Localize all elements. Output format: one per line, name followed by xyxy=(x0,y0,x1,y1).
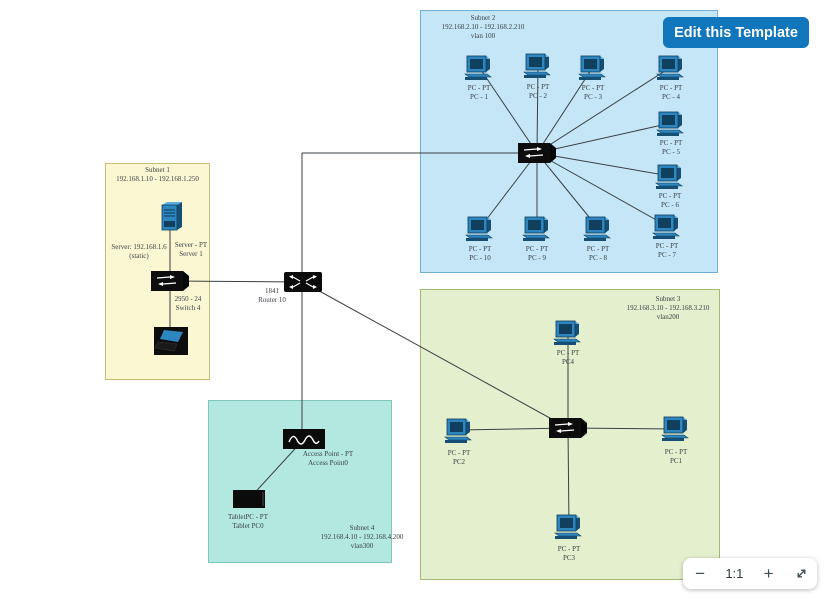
router-label: 1841 Router 10 xyxy=(258,287,286,305)
switch4-icon xyxy=(150,269,190,293)
pc8-icon xyxy=(582,214,614,242)
subnet4-region xyxy=(208,400,392,563)
edit-template-button[interactable]: Edit this Template xyxy=(663,17,809,48)
subnet1-title: Subnet 1 xyxy=(145,166,170,174)
laptop-icon xyxy=(153,326,189,356)
access-point-icon xyxy=(283,429,325,449)
subnet3-switch-icon xyxy=(548,416,588,440)
subnet4-header: Subnet 4 192.168.4.10 - 192.168.4.200 vl… xyxy=(316,524,408,551)
pc10-icon xyxy=(464,214,496,242)
pc5-icon xyxy=(655,109,687,137)
pc4-icon xyxy=(655,53,687,81)
pc2-icon xyxy=(522,51,554,79)
s3-pc1-icon xyxy=(660,414,692,442)
zoom-in-button[interactable]: + xyxy=(760,565,778,582)
pc1-icon xyxy=(463,53,495,81)
tablet-label: TabletPC - PT Tablet PC0 xyxy=(228,513,268,531)
subnet2-switch-icon xyxy=(517,141,557,165)
pc3-icon xyxy=(577,53,609,81)
tablet-icon xyxy=(233,490,265,508)
subnet2-vlan: vlan 100 xyxy=(470,32,496,41)
server-label: Server - PT Server 1 xyxy=(174,241,208,259)
subnet1-range: 192.168.1.10 - 192.168.1.250 xyxy=(116,175,199,184)
subnet1-header: Subnet 1 192.168.1.10 - 192.168.1.250 xyxy=(107,166,208,184)
subnet2-title: Subnet 2 xyxy=(470,14,496,22)
s3-pc3-icon xyxy=(553,512,585,540)
subnet4-title: Subnet 4 xyxy=(349,524,375,532)
server-static-note: Server: 192.168.1.6 (static) xyxy=(111,243,167,261)
pc7-icon xyxy=(651,212,683,240)
subnet3-vlan: vlan200 xyxy=(656,313,680,322)
zoom-toolbar: − 1:1 + xyxy=(683,558,817,589)
subnet3-header: Subnet 3 192.168.3.10 - 192.168.3.210 vl… xyxy=(606,295,730,322)
fullscreen-icon[interactable] xyxy=(794,566,809,581)
subnet3-title: Subnet 3 xyxy=(655,295,681,303)
subnet4-range: 192.168.4.10 - 192.168.4.200 xyxy=(320,533,404,542)
s3-pc4-icon xyxy=(552,318,584,346)
s3-pc2-icon xyxy=(443,416,475,444)
subnet2-range: 192.168.2.10 - 192.168.2.210 xyxy=(441,23,525,32)
switch4-label: 2950 - 24 Switch 4 xyxy=(174,295,202,313)
subnet4-vlan: vlan300 xyxy=(350,542,374,551)
pc6-icon xyxy=(654,162,686,190)
server-icon xyxy=(158,201,184,233)
zoom-out-button[interactable]: − xyxy=(691,565,709,582)
access-point-label: Access Point - PT Access Point0 xyxy=(302,450,354,468)
pc9-icon xyxy=(521,214,553,242)
router-icon xyxy=(283,269,323,295)
subnet2-header: Subnet 2 192.168.2.10 - 192.168.2.210 vl… xyxy=(421,14,545,41)
subnet3-range: 192.168.3.10 - 192.168.3.210 xyxy=(626,304,710,313)
zoom-ratio[interactable]: 1:1 xyxy=(725,566,744,581)
